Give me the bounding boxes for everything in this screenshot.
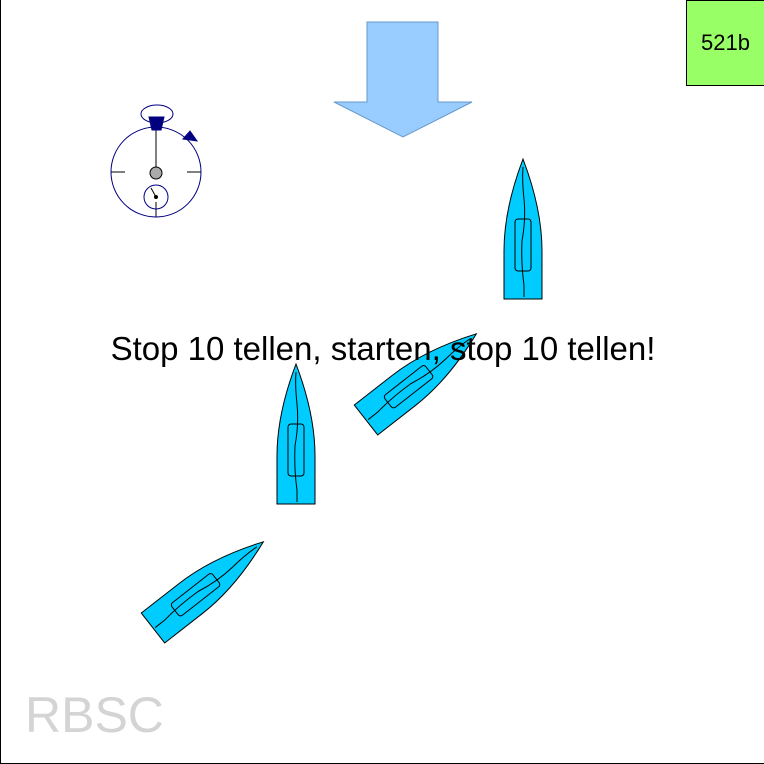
wind-arrow-icon — [333, 21, 473, 138]
boat-icon — [140, 526, 276, 644]
stopwatch-icon — [110, 104, 202, 218]
rbsc-watermark: RBSC — [25, 687, 164, 743]
slide-caption: Stop 10 tellen, starten, stop 10 tellen! — [110, 330, 656, 367]
boat-icon — [276, 363, 316, 505]
boat-icon — [503, 158, 543, 300]
slide-number-badge: 521b — [686, 0, 764, 86]
